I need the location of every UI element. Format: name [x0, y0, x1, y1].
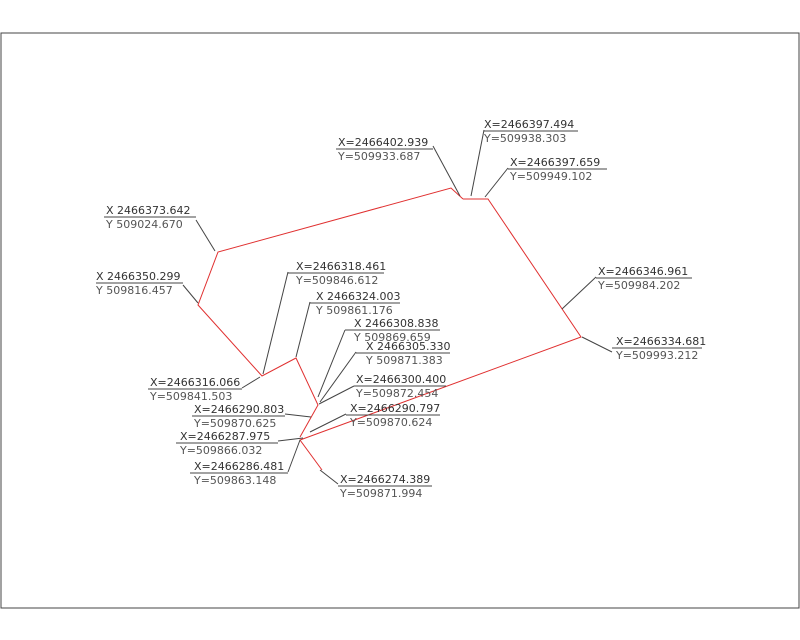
x-coordinate-label: X=2466300.400	[356, 373, 446, 386]
y-coordinate-label: Y=509841.503	[149, 390, 232, 403]
y-coordinate-label: Y=509870.625	[193, 417, 276, 430]
x-coordinate-label: X=2466334.681	[616, 335, 706, 348]
y-coordinate-label: Y 509816.457	[95, 284, 173, 297]
drawing-frame	[0, 32, 800, 609]
x-coordinate-label: X 2466373.642	[106, 204, 191, 217]
y-coordinate-label: Y=509863.148	[193, 474, 276, 487]
x-coordinate-label: X=2466287.975	[180, 430, 270, 443]
y-coordinate-label: Y=509949.102	[509, 170, 592, 183]
leader-line	[277, 437, 304, 442]
x-coordinate-label: X 2466324.003	[316, 290, 401, 303]
leader-line	[317, 329, 346, 398]
x-coordinate-label: X=2466397.494	[484, 118, 574, 131]
x-coordinate-label: X 2466350.299	[96, 270, 181, 283]
leader-line	[309, 413, 347, 433]
leader-line	[432, 145, 461, 197]
y-coordinate-label: Y=509933.687	[337, 150, 420, 163]
y-coordinate-label: Y=509993.212	[615, 349, 698, 362]
x-coordinate-label: X=2466290.803	[194, 403, 284, 416]
y-coordinate-label: Y=509871.994	[339, 487, 422, 500]
x-coordinate-label: X 2466308.838	[354, 317, 439, 330]
leader-line	[581, 336, 613, 353]
leader-line	[195, 219, 216, 252]
leader-line	[319, 469, 339, 485]
y-coordinate-label: Y=509870.624	[349, 416, 432, 429]
y-coordinate-label: Y=509984.202	[597, 279, 680, 292]
y-coordinate-label: Y 509024.670	[105, 218, 183, 231]
leader-line	[182, 284, 199, 304]
leader-line	[561, 276, 597, 310]
y-coordinate-label: Y=509872.454	[355, 387, 438, 400]
y-coordinate-label: Y=509846.612	[295, 274, 378, 287]
leader-line	[295, 301, 311, 358]
leader-line	[241, 376, 261, 389]
leader-line	[287, 439, 301, 473]
leader-line	[262, 271, 289, 375]
boundary-polyline	[299, 198, 582, 471]
x-coordinate-label: X=2466316.066	[150, 376, 240, 389]
leader-line	[319, 351, 357, 403]
boundary-polyline-west	[197, 187, 464, 438]
x-coordinate-label: X=2466402.939	[338, 136, 428, 149]
leader-line	[318, 385, 355, 405]
leader-line	[470, 129, 485, 197]
x-coordinate-label: X=2466318.461	[296, 260, 386, 273]
leader-line	[284, 413, 312, 418]
y-coordinate-label: Y=509938.303	[483, 132, 566, 145]
x-coordinate-label: X=2466397.659	[510, 156, 600, 169]
y-coordinate-label: Y=509866.032	[179, 444, 262, 457]
x-coordinate-label: X=2466346.961	[598, 265, 688, 278]
y-coordinate-label: Y 509861.176	[315, 304, 393, 317]
y-coordinate-label: Y 509871.383	[365, 354, 443, 367]
x-coordinate-label: X 2466305.330	[366, 340, 451, 353]
x-coordinate-label: X=2466290.797	[350, 402, 440, 415]
x-coordinate-label: X=2466286.481	[194, 460, 284, 473]
x-coordinate-label: X=2466274.389	[340, 473, 430, 486]
y-coordinate-label: Y 509869.659	[353, 331, 431, 344]
leader-line	[484, 167, 509, 198]
